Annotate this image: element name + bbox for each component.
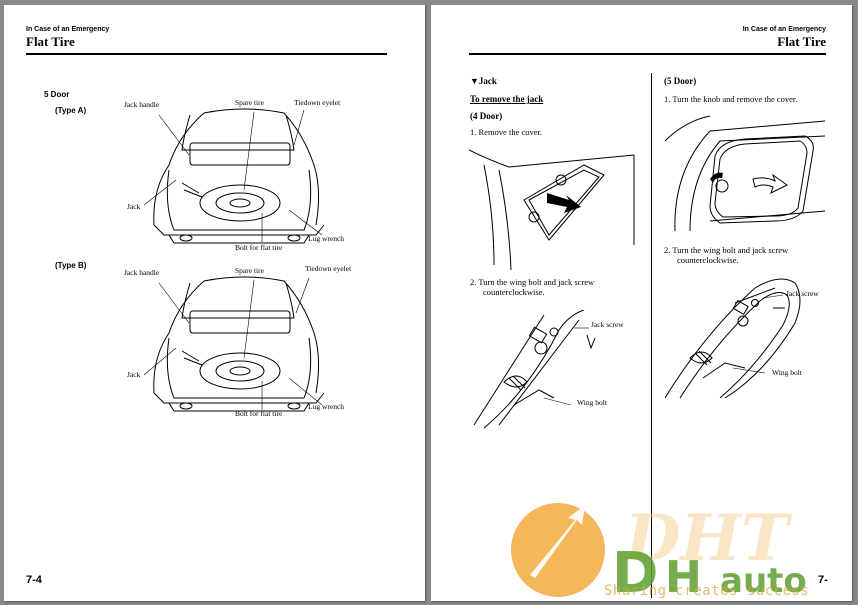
five-door-heading: (5 Door): [664, 76, 697, 86]
callout-wing-bolt-5door: Wing bolt: [772, 368, 802, 377]
jack-heading: ▼Jack: [470, 76, 497, 86]
callout-spare-tire: Spare tire: [235, 98, 264, 107]
callout-jack: Jack: [127, 202, 141, 211]
callout-jack-handle: Jack handle: [124, 100, 160, 109]
callout-spare-tire-b: Spare tire: [235, 266, 264, 275]
callout-tiedown-eyelet: Tiedown eyelet: [294, 98, 341, 107]
section-label: In Case of an Emergency: [742, 26, 826, 33]
type-b-label: (Type B): [55, 261, 87, 270]
remove-jack-heading: To remove the jack: [470, 94, 544, 104]
callout-jack-screw-4door: Jack screw: [591, 320, 624, 329]
jack-illustration-5door: [665, 278, 801, 399]
page-title: Flat Tire: [777, 34, 826, 49]
jack-illustration-4door: [473, 310, 596, 429]
callout-jack-screw-5door: Jack screw: [786, 289, 819, 298]
triangle-marker-icon: ▼: [470, 76, 479, 86]
step2-line1-5door: 2. Turn the wing bolt and jack screw: [664, 245, 789, 255]
callout-tiedown-eyelet-b: Tiedown eyelet: [305, 264, 352, 273]
page-number: 7-: [818, 574, 828, 586]
callout-lug-wrench: Lug wrench: [308, 234, 345, 243]
door-label: 5 Door: [44, 90, 70, 99]
column-divider: [651, 73, 652, 598]
callout-jack-b: Jack: [127, 370, 141, 379]
step1-4door: 1. Remove the cover.: [470, 127, 542, 137]
right-page: In Case of an Emergency Flat Tire ▼ Jack …: [431, 5, 852, 601]
step2-line2-4door: counterclockwise.: [483, 287, 545, 297]
step2-line1-4door: 2. Turn the wing bolt and jack screw: [470, 277, 595, 287]
callout-jack-handle-b: Jack handle: [124, 268, 160, 277]
cover-illustration-5door: [665, 115, 826, 231]
step1-5door: 1. Turn the knob and remove the cover.: [664, 94, 798, 104]
four-door-heading: (4 Door): [470, 111, 503, 121]
type-a-label: (Type A): [55, 106, 87, 115]
section-label: In Case of an Emergency: [26, 26, 110, 33]
callout-bolt-for-flat-tire-b: Bolt for flat tire: [235, 409, 283, 418]
page-number: 7-4: [26, 574, 42, 586]
callout-wing-bolt-4door: Wing bolt: [577, 398, 607, 407]
step2-line2-5door: counterclockwise.: [677, 255, 739, 265]
trunk-illustration-a: [143, 108, 325, 244]
jack-heading-text: Jack: [478, 76, 497, 86]
left-page: In Case of an Emergency Flat Tire 5 Door…: [4, 5, 425, 601]
callout-lug-wrench-b: Lug wrench: [308, 402, 345, 411]
callout-bolt-for-flat-tire: Bolt for flat tire: [235, 243, 283, 252]
trunk-illustration-b: [143, 276, 325, 412]
cover-illustration-4door: [469, 149, 635, 271]
header-rule: [26, 53, 387, 55]
header-rule: [469, 53, 826, 55]
page-title: Flat Tire: [26, 34, 75, 49]
